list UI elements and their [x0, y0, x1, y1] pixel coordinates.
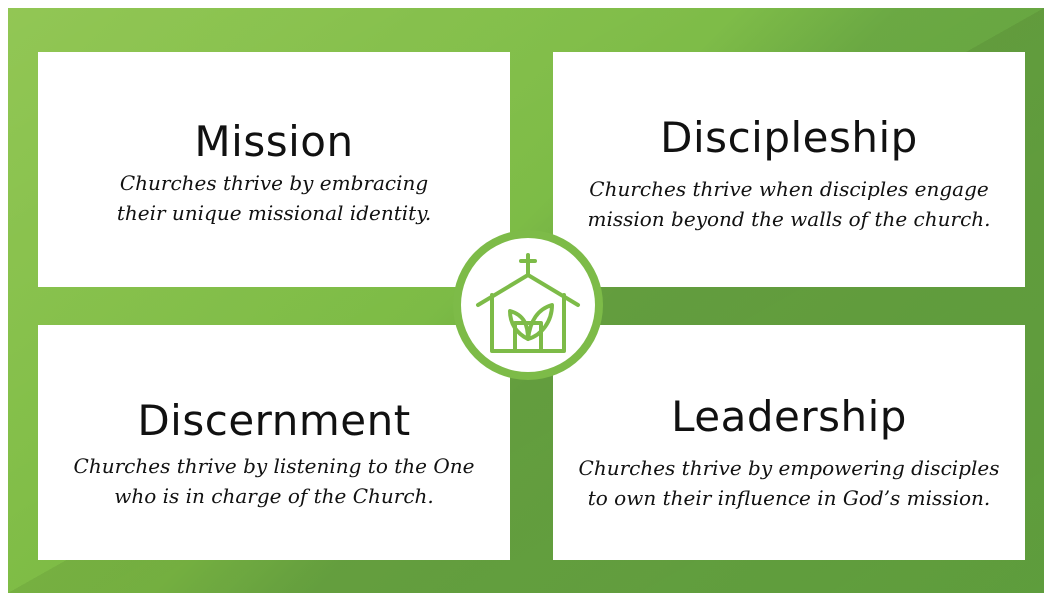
card-mission: Mission Churches thrive by embracing the… — [38, 52, 510, 287]
card-text-discipleship: Churches thrive when disciples engage mi… — [553, 174, 1025, 234]
card-text-line: Churches thrive by listening to the One — [73, 454, 475, 478]
card-text-discernment: Churches thrive by listening to the One … — [38, 451, 510, 511]
card-title-discipleship: Discipleship — [660, 113, 918, 162]
church-with-leaves-icon — [476, 253, 580, 353]
card-title-leadership: Leadership — [671, 392, 907, 441]
card-text-line: mission beyond the walls of the church. — [587, 207, 991, 231]
card-leadership: Leadership Churches thrive by empowering… — [553, 325, 1025, 560]
card-text-mission: Churches thrive by embracing their uniqu… — [38, 168, 510, 228]
card-discernment: Discernment Churches thrive by listening… — [38, 325, 510, 560]
card-text-line: their unique missional identity. — [116, 201, 432, 225]
diagram-frame: Mission Churches thrive by embracing the… — [8, 8, 1044, 593]
card-title-mission: Mission — [194, 117, 354, 166]
center-emblem — [453, 230, 603, 380]
card-text-line: who is in charge of the Church. — [114, 484, 434, 508]
card-text-line: Churches thrive by embracing — [119, 171, 429, 195]
card-title-discernment: Discernment — [137, 396, 411, 445]
card-text-leadership: Churches thrive by empowering disciples … — [553, 453, 1025, 513]
card-text-line: to own their influence in God’s mission. — [587, 486, 991, 510]
card-text-line: Churches thrive when disciples engage — [589, 177, 989, 201]
card-text-line: Churches thrive by empowering disciples — [578, 456, 1000, 480]
card-discipleship: Discipleship Churches thrive when discip… — [553, 52, 1025, 287]
emblem-inner-circle — [461, 238, 595, 372]
